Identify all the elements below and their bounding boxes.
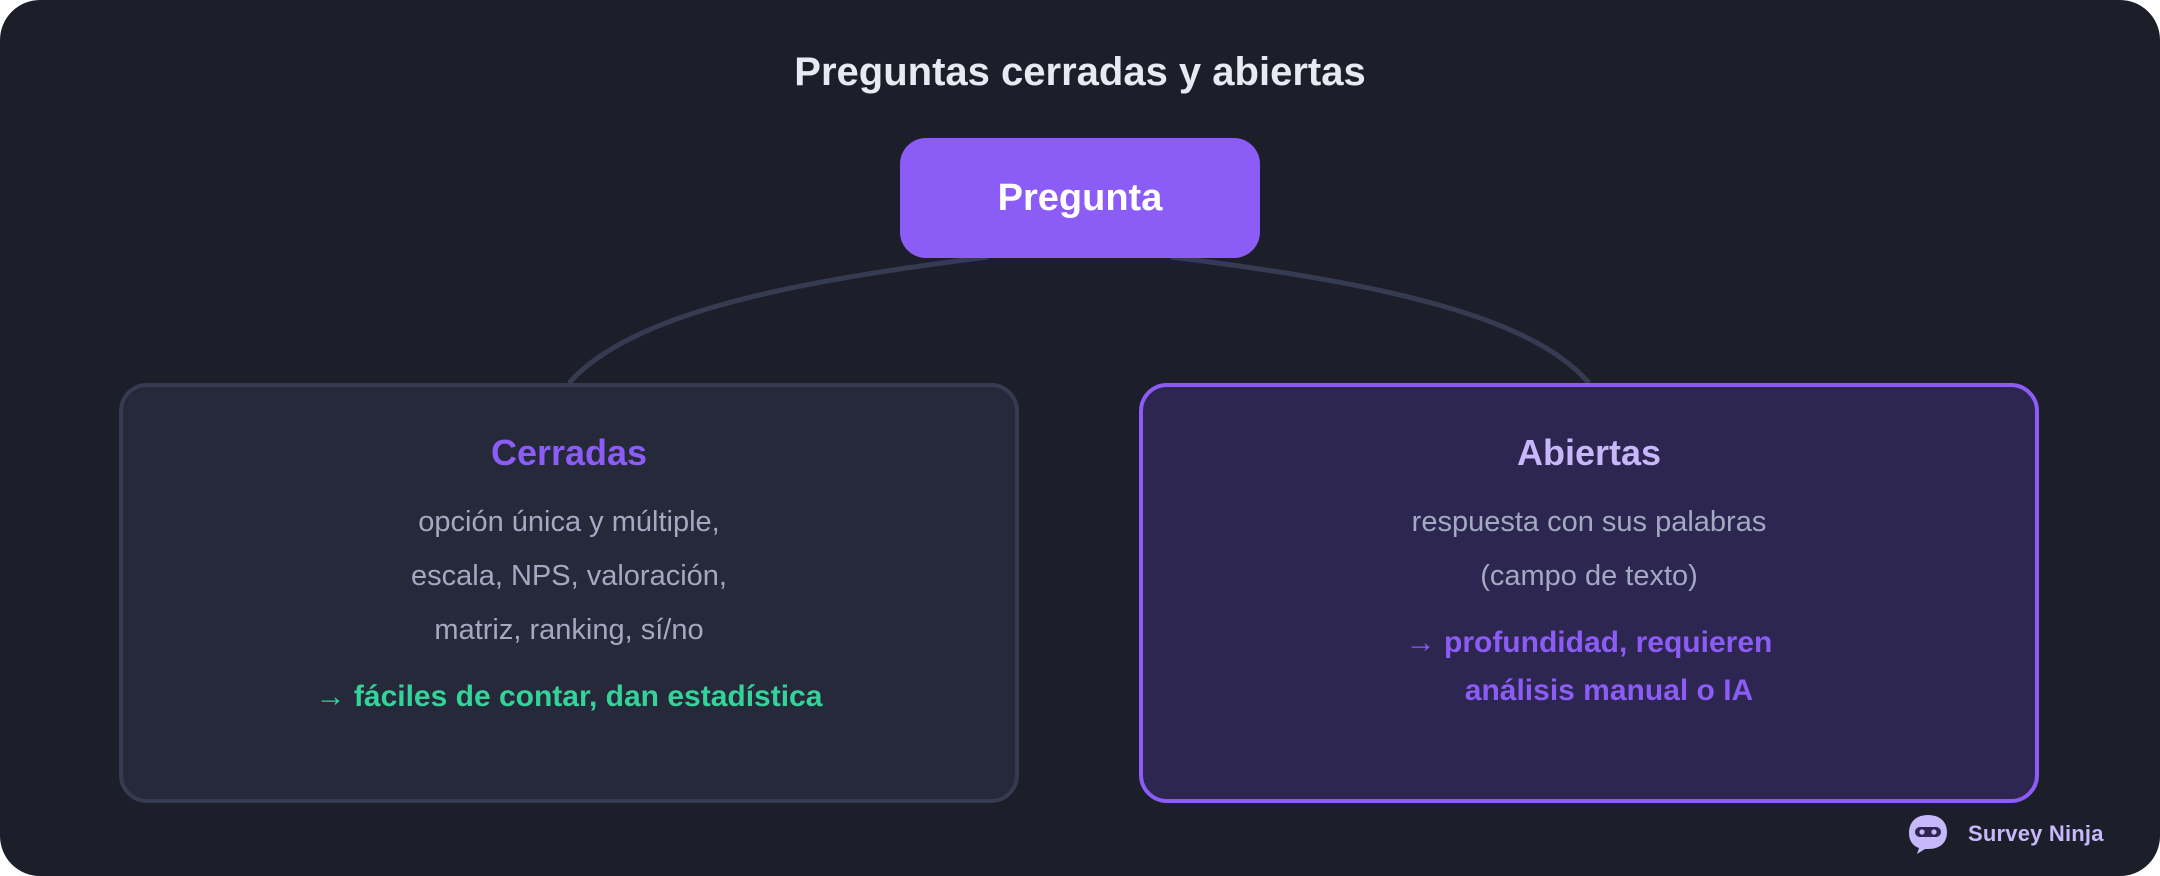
- closed-questions-card: Cerradas opción única y múltiple, escala…: [119, 383, 1019, 803]
- brand-logo: Survey Ninja: [1906, 812, 2104, 856]
- closed-card-line: matriz, ranking, sí/no: [434, 614, 704, 646]
- open-card-note: → profundidad, requieren análisis manual…: [1143, 619, 2035, 715]
- connector-right: [1170, 254, 1591, 385]
- open-card-note-line: análisis manual o IA: [1464, 674, 1754, 707]
- closed-card-title: Cerradas: [490, 432, 648, 473]
- connector-left: [567, 254, 989, 385]
- ninja-icon: [1909, 815, 1947, 854]
- open-card-line: respuesta con sus palabras: [1411, 506, 1767, 538]
- open-card-lines: respuesta con sus palabras (campo de tex…: [1143, 495, 2035, 603]
- open-card-line: (campo de texto): [1480, 560, 1698, 592]
- open-card-note-line: → profundidad, requieren: [1405, 626, 1773, 659]
- closed-card-note: → fáciles de contar, dan estadística: [315, 680, 823, 713]
- brand-name: Survey Ninja: [1968, 821, 2104, 846]
- closed-card-line: escala, NPS, valoración,: [411, 560, 727, 592]
- root-node-pregunta: Pregunta: [900, 138, 1260, 258]
- open-card-title: Abiertas: [1516, 432, 1662, 473]
- diagram-title: Preguntas cerradas y abiertas: [794, 50, 1366, 94]
- open-questions-card: Abiertas respuesta con sus palabras (cam…: [1139, 383, 2039, 803]
- closed-card-line: opción única y múltiple,: [418, 506, 720, 538]
- closed-card-lines: opción única y múltiple, escala, NPS, va…: [123, 495, 1015, 657]
- root-node-label: Pregunta: [997, 176, 1163, 219]
